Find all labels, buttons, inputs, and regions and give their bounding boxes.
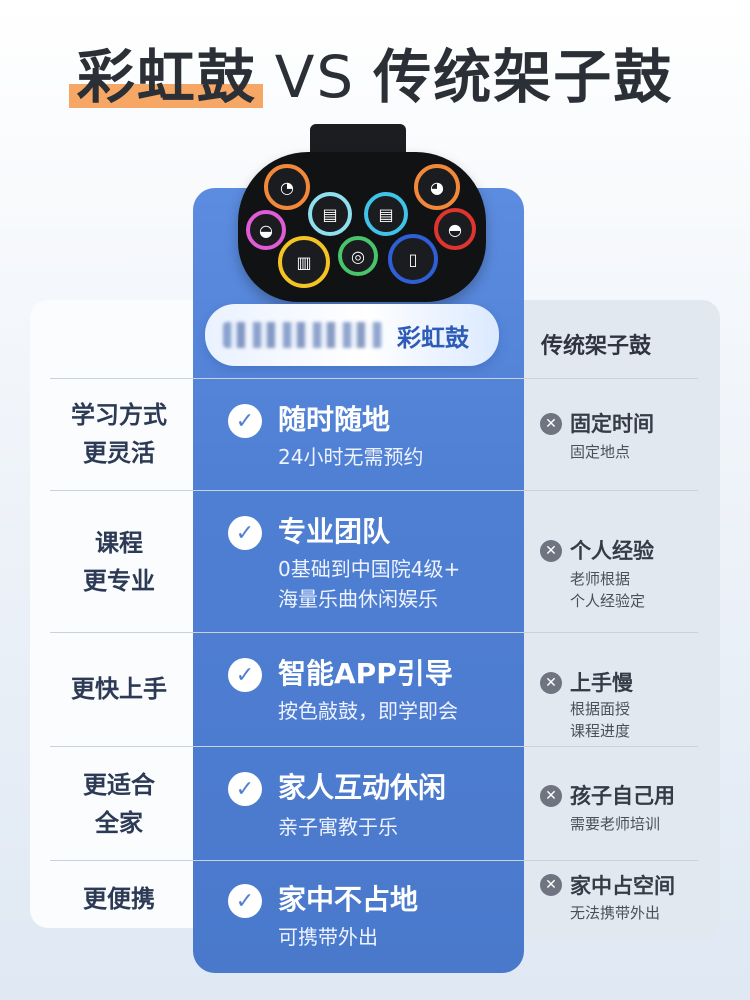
- con-desc: 需要老师培训: [570, 815, 661, 833]
- drum-pad-icon: ▤: [364, 192, 408, 236]
- category-line: 课程: [95, 529, 143, 557]
- check-icon: ✓: [228, 404, 262, 438]
- row-category: 课程 更专业: [40, 524, 198, 600]
- check-icon: ✓: [228, 772, 262, 806]
- cymbal-pad-icon: ◔: [264, 164, 310, 210]
- pro-title: 专业团队: [278, 515, 391, 548]
- category-line: 学习方式: [71, 401, 167, 429]
- cymbal-pad-icon: ◓: [434, 208, 476, 250]
- rainbow-header-label: 彩虹鼓: [397, 323, 469, 352]
- snare-pad-icon: ▥: [278, 236, 330, 288]
- cymbal-pad-icon: ◒: [246, 210, 286, 250]
- pro-title: 家中不占地: [278, 883, 419, 916]
- con-title: 个人经验: [570, 539, 654, 563]
- traditional-panel: [515, 300, 720, 940]
- category-line: 更灵活: [83, 439, 155, 467]
- row-divider: [50, 378, 698, 379]
- category-line: 更便携: [83, 885, 155, 913]
- check-icon: ✓: [228, 516, 262, 550]
- blurred-logo: [223, 322, 383, 348]
- row-divider: [50, 860, 698, 861]
- check-icon: ✓: [228, 658, 262, 692]
- con-desc: 个人经验定: [570, 592, 646, 610]
- pro-title: 随时随地: [278, 403, 391, 436]
- cymbal-pad-icon: ◕: [414, 164, 460, 210]
- title-traditional: 传统架子鼓: [373, 43, 674, 111]
- rainbow-column-header: 彩虹鼓: [205, 304, 499, 366]
- category-line: 更适合: [83, 771, 155, 799]
- pro-desc: 海量乐曲休闲娱乐: [278, 587, 438, 611]
- category-line: 全家: [95, 809, 143, 837]
- con-desc: 根据面授: [570, 700, 631, 718]
- row-category: 更便携: [40, 880, 198, 918]
- pro-title: 家人互动休闲: [278, 771, 447, 804]
- drum-pad-icon: ▤: [308, 192, 352, 236]
- cross-icon: ✕: [540, 413, 562, 435]
- con-desc: 课程进度: [570, 722, 631, 740]
- row-category: 更快上手: [40, 670, 198, 708]
- check-icon: ✓: [228, 884, 262, 918]
- title-highlight: 彩虹鼓: [68, 30, 263, 114]
- pro-desc: 0基础到中国院4级+: [278, 557, 461, 581]
- pro-desc: 24小时无需预约: [278, 445, 424, 469]
- pro-desc: 亲子寓教于乐: [278, 815, 398, 839]
- con-title: 上手慢: [570, 671, 633, 695]
- con-desc: 老师根据: [570, 570, 631, 588]
- traditional-column-header: 传统架子鼓: [541, 334, 652, 359]
- title-vs: VS: [274, 43, 356, 111]
- con-desc: 无法携带外出: [570, 904, 661, 922]
- drum-pad-image: ◔ ◕ ◒ ▤ ▤ ◓ ▥ ◎ ▯: [238, 124, 486, 304]
- cross-icon: ✕: [540, 540, 562, 562]
- con-title: 孩子自己用: [570, 784, 675, 808]
- pro-desc: 可携带外出: [278, 925, 378, 949]
- category-panel: [30, 300, 210, 928]
- pro-desc: 按色敲鼓，即学即会: [278, 699, 458, 723]
- row-divider: [50, 490, 698, 491]
- kick-pad-icon: ◎: [338, 236, 378, 276]
- row-category: 学习方式 更灵活: [40, 396, 198, 472]
- category-line: 更专业: [83, 567, 155, 595]
- con-title: 固定时间: [570, 412, 654, 436]
- con-desc: 固定地点: [570, 443, 631, 461]
- cross-icon: ✕: [540, 785, 562, 807]
- pro-title: 智能APP引导: [278, 657, 453, 690]
- category-line: 更快上手: [71, 675, 167, 703]
- tom-pad-icon: ▯: [388, 234, 438, 284]
- con-title: 家中占空间: [570, 874, 675, 898]
- cross-icon: ✕: [540, 672, 562, 694]
- row-category: 更适合 全家: [40, 766, 198, 842]
- cross-icon: ✕: [540, 874, 562, 896]
- row-divider: [50, 632, 698, 633]
- row-divider: [50, 746, 698, 747]
